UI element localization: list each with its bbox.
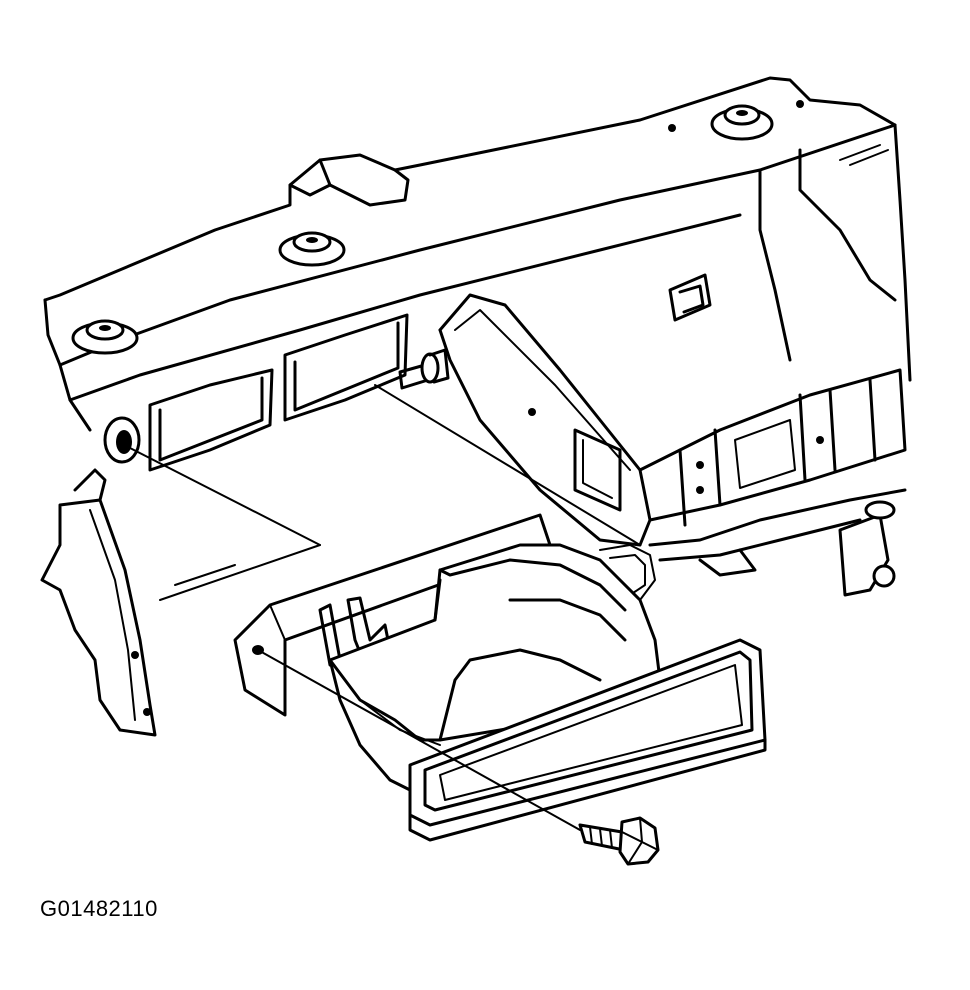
mounting-hole bbox=[103, 416, 141, 464]
frame-rail bbox=[43, 76, 912, 432]
stud-left bbox=[71, 319, 139, 355]
fog-lamp-assembly bbox=[233, 513, 767, 842]
rail-openings bbox=[148, 313, 409, 472]
stud-right bbox=[710, 104, 774, 141]
bolt bbox=[578, 816, 660, 866]
bumper-bracket bbox=[40, 468, 157, 737]
shadow-wedges bbox=[159, 544, 321, 601]
leader-lines bbox=[129, 384, 641, 831]
figure-id-label: G01482110 bbox=[40, 896, 158, 921]
rail-mount-studs bbox=[71, 100, 804, 355]
frame-crossmember bbox=[638, 273, 907, 597]
center-support-bracket bbox=[398, 293, 652, 547]
stud-middle bbox=[278, 231, 346, 267]
